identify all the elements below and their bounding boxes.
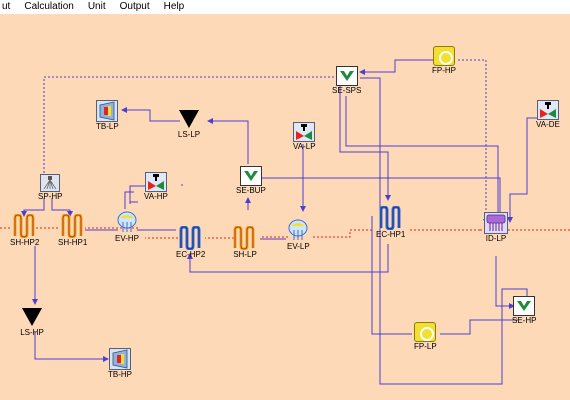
steam-user-icon <box>177 108 201 130</box>
unit-label: EC-HP1 <box>376 230 406 239</box>
unit-label: SE-HP <box>512 316 537 325</box>
unit-id-lp[interactable]: ID-LP <box>484 212 508 243</box>
unit-label: EV-LP <box>287 242 310 251</box>
menu-output[interactable]: Output <box>119 1 150 12</box>
turbine-icon <box>96 100 119 122</box>
separator-icon <box>239 166 262 186</box>
steam-user-icon <box>20 306 44 328</box>
unit-label: VA-DE <box>536 120 560 129</box>
unit-label: ID-LP <box>485 234 507 243</box>
menu-help[interactable]: Help <box>163 1 185 12</box>
flowsheet-connections <box>0 59 570 385</box>
unit-tb-lp[interactable]: TB-LP <box>96 100 119 131</box>
unit-va-lp[interactable]: VA-LP <box>293 122 316 151</box>
deaerator-icon <box>484 212 508 234</box>
menu-unit[interactable]: Unit <box>87 1 106 12</box>
unit-label: SE-SPS <box>332 86 362 95</box>
pump-icon <box>414 322 437 342</box>
evaporator-icon <box>287 218 309 242</box>
flue-gas-line <box>0 227 570 239</box>
unit-ls-hp[interactable]: LS-HP <box>20 306 44 337</box>
unit-va-hp[interactable]: VA-HP <box>144 172 168 201</box>
unit-va-de[interactable]: VA-DE <box>536 100 560 129</box>
pump-icon <box>433 46 455 66</box>
unit-sh-hp1[interactable]: SH-HP1 <box>58 213 88 247</box>
unit-ec-hp2[interactable]: EC-HP2 <box>176 225 206 259</box>
unit-se-bup[interactable]: SE-BUP <box>236 166 266 195</box>
valve-icon <box>536 100 559 120</box>
separator-icon <box>335 66 358 86</box>
turbine-icon <box>109 348 131 370</box>
separator-icon <box>513 296 536 316</box>
flowsheet-canvas[interactable]: FP-HP SE-SPS TB-LP LS-LP VA-LP VA-DE <box>0 14 570 400</box>
unit-label: FP-HP <box>432 66 456 75</box>
unit-label: FP-LP <box>414 342 437 351</box>
unit-se-hp[interactable]: SE-HP <box>512 296 536 325</box>
superheater-coil-icon <box>232 225 258 251</box>
valve-icon <box>144 172 167 192</box>
unit-fp-lp[interactable]: FP-LP <box>414 322 437 351</box>
menu-bar: ut Calculation Unit Output Help <box>0 0 570 14</box>
unit-label: VA-HP <box>144 192 168 201</box>
unit-label: EV-HP <box>115 234 140 243</box>
unit-label: EC-HP2 <box>176 250 206 259</box>
unit-label: SH-LP <box>233 250 257 259</box>
unit-label: SP-HP <box>38 192 63 201</box>
superheater-coil-icon <box>12 213 38 239</box>
menu-layout[interactable]: ut <box>2 1 11 12</box>
unit-label: LS-LP <box>177 130 201 139</box>
unit-label: TB-LP <box>96 122 119 131</box>
unit-sp-hp[interactable]: SP-HP <box>38 174 62 201</box>
unit-label: LS-HP <box>20 328 44 337</box>
spray-icon <box>40 174 61 192</box>
unit-fp-hp[interactable]: FP-HP <box>432 46 456 75</box>
menu-calculation[interactable]: Calculation <box>24 1 74 12</box>
unit-label: VA-LP <box>293 142 316 151</box>
unit-label: SE-BUP <box>236 186 266 195</box>
unit-ev-hp[interactable]: EV-HP <box>115 210 139 243</box>
unit-label: TB-HP <box>108 370 132 379</box>
unit-se-sps[interactable]: SE-SPS <box>332 66 361 95</box>
valve-icon <box>293 122 316 142</box>
unit-ec-hp1[interactable]: EC-HP1 <box>376 205 406 239</box>
unit-label: SH-HP1 <box>58 238 88 247</box>
unit-label: SH-HP2 <box>10 238 40 247</box>
unit-tb-hp[interactable]: TB-HP <box>108 348 132 379</box>
economizer-coil-icon <box>378 205 404 231</box>
economizer-coil-icon <box>178 225 204 251</box>
unit-ls-lp[interactable]: LS-LP <box>177 108 201 139</box>
unit-sh-hp2[interactable]: SH-HP2 <box>10 213 40 247</box>
unit-ev-lp[interactable]: EV-LP <box>287 218 310 251</box>
superheater-coil-icon <box>60 213 86 239</box>
unit-sh-lp[interactable]: SH-LP <box>232 225 258 259</box>
evaporator-icon <box>116 210 138 234</box>
